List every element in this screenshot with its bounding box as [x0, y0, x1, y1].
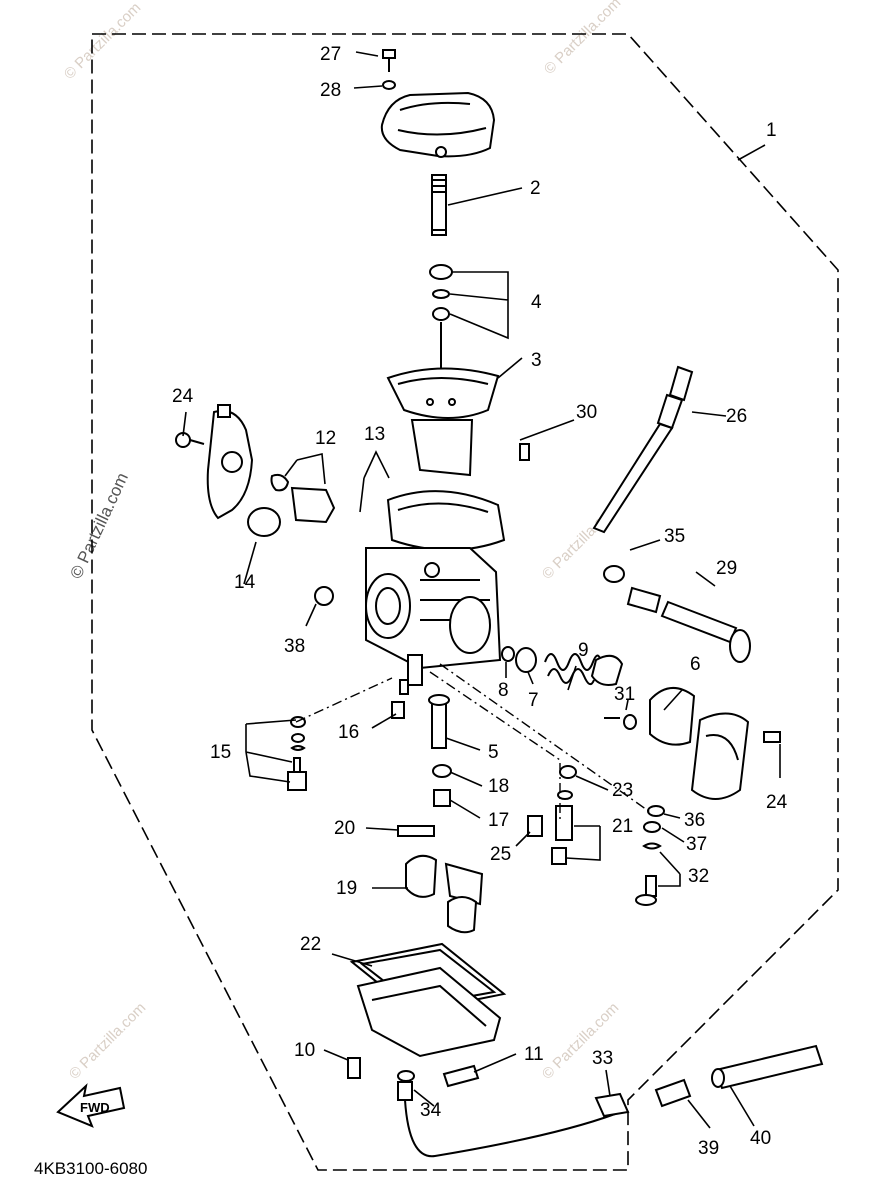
part-throttle-cover [175, 404, 336, 606]
callout-28: 28 [320, 80, 341, 101]
callout-14: 14 [234, 572, 256, 593]
callout-36: 36 [684, 810, 705, 831]
fwd-label: FWD [80, 1100, 110, 1115]
callout-26: 26 [726, 406, 747, 427]
part-carburetor-body [365, 490, 506, 695]
callout-23: 23 [612, 780, 633, 801]
callout-19: 19 [336, 878, 357, 899]
watermark: © Partzilla.com [66, 999, 149, 1082]
callout-40: 40 [750, 1128, 771, 1149]
callout-3: 3 [531, 350, 542, 371]
callout-39: 39 [698, 1138, 719, 1159]
callout-9: 9 [578, 640, 589, 661]
part-float-assembly [397, 825, 484, 934]
callout-11: 11 [524, 1044, 544, 1065]
part-top-cover [380, 49, 496, 158]
watermark: © Partzilla.com [66, 470, 132, 582]
part-mixture-screw [603, 565, 751, 663]
callout-22: 22 [300, 934, 321, 955]
callout-37: 37 [686, 834, 707, 855]
callout-15: 15 [210, 742, 231, 763]
callout-12: 12 [315, 428, 336, 449]
callout-29: 29 [716, 558, 737, 579]
callout-32: 32 [688, 866, 709, 887]
part-float-bowl [347, 942, 630, 1158]
callout-2: 2 [530, 178, 541, 199]
callout-30: 30 [576, 402, 597, 423]
part-needle-valve-group [527, 765, 665, 906]
callout-35: 35 [664, 526, 685, 547]
callout-10: 10 [294, 1040, 315, 1061]
callout-17: 17 [488, 810, 509, 831]
callout-21: 21 [612, 816, 633, 837]
part-jets-group [287, 694, 452, 807]
callout-33: 33 [592, 1048, 613, 1069]
reference-line [439, 663, 651, 813]
callout-6: 6 [690, 654, 701, 675]
callout-24-right: 24 [766, 792, 788, 813]
watermark: © Partzilla.com [539, 999, 622, 1082]
callout-7: 7 [528, 690, 539, 711]
part-screw-30 [519, 443, 530, 461]
callout-5: 5 [488, 742, 499, 763]
callout-31: 31 [614, 684, 635, 705]
callout-16: 16 [338, 722, 359, 743]
watermark: © Partzilla.com [541, 0, 624, 78]
watermarks: © Partzilla.com © Partzilla.com © Partzi… [61, 0, 624, 1083]
callout-8: 8 [498, 680, 509, 701]
watermark: © Partzilla.com [61, 0, 144, 83]
assembly-boundary [91, 33, 839, 1171]
drawing-code: 4KB3100-6080 [34, 1159, 147, 1178]
callout-20: 20 [334, 818, 355, 839]
callout-27: 27 [320, 44, 341, 65]
leader-lines [182, 51, 781, 1129]
callout-24-left: 24 [172, 386, 194, 407]
callout-labels: 1 2 3 4 5 6 7 8 9 10 11 12 13 14 15 16 1… [172, 44, 788, 1159]
part-drain-hose [654, 1044, 824, 1108]
fwd-arrow-icon: FWD [56, 1083, 126, 1128]
callout-25: 25 [490, 844, 511, 865]
reference-line [295, 677, 393, 723]
part-diaphragm-piston [386, 367, 500, 477]
part-accelerator-pump-group [501, 646, 781, 800]
callout-34: 34 [420, 1100, 442, 1121]
part-vent-tube [592, 365, 694, 534]
part-jet-needle [431, 174, 447, 236]
callout-18: 18 [488, 776, 509, 797]
callout-13: 13 [364, 424, 385, 445]
callout-1: 1 [766, 120, 777, 141]
callout-4: 4 [531, 292, 542, 313]
callout-38: 38 [284, 636, 305, 657]
